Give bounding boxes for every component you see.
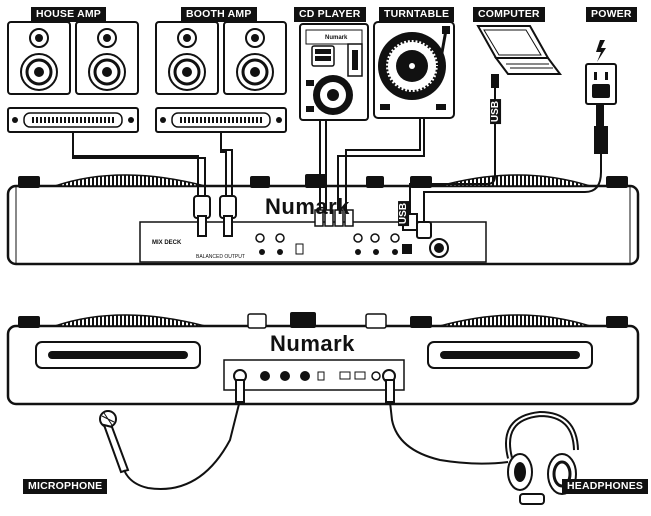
- bottom-mixer: [6, 312, 640, 406]
- cd-player-brand: Numark: [325, 35, 348, 41]
- mix-deck-label: MIX DECK: [152, 240, 182, 246]
- label-power: POWER: [586, 7, 637, 22]
- booth-amp-speaker-right: [223, 21, 287, 95]
- speaker-cables: [72, 118, 425, 212]
- label-microphone: MICROPHONE: [23, 479, 108, 494]
- balanced-output-label: BALANCED OUTPUT: [196, 254, 245, 260]
- booth-amp-unit: [155, 107, 287, 133]
- mixer-brand-bottom: Numark: [270, 331, 355, 356]
- xlr-connectors: [193, 195, 237, 237]
- turntable-device: [373, 21, 455, 119]
- usb-cable-label: USB: [490, 98, 502, 125]
- power-outlet: [585, 40, 617, 154]
- power-cable: [416, 154, 602, 239]
- rca-connectors: [314, 209, 354, 227]
- booth-amp-speaker-left: [155, 21, 219, 95]
- house-amp-speaker-left: [7, 21, 71, 95]
- house-amp-unit: [7, 107, 139, 133]
- mixer-brand-top: Numark: [265, 194, 350, 219]
- usb-mixer-label: USB: [398, 200, 410, 227]
- laptop-device: [476, 25, 562, 75]
- label-booth-amp: BOOTH AMP: [181, 7, 257, 22]
- label-house-amp: HOUSE AMP: [31, 7, 106, 22]
- label-headphones: HEADPHONES: [562, 479, 649, 494]
- label-turntable: TURNTABLE: [379, 7, 455, 22]
- cd-player-device: [299, 23, 369, 121]
- microphone-device: [99, 379, 245, 490]
- label-cd-player: CD PLAYER: [294, 7, 366, 22]
- house-amp-speaker-right: [75, 21, 139, 95]
- headphones-device: [385, 379, 579, 505]
- label-computer: COMPUTER: [473, 7, 545, 22]
